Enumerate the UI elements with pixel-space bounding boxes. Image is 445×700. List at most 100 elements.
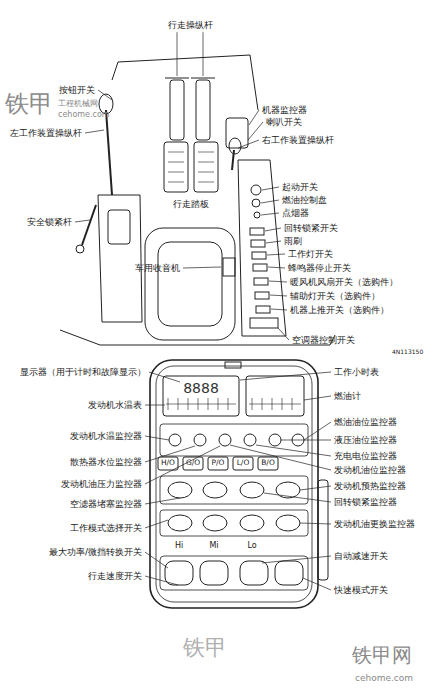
lever-knob	[76, 245, 84, 253]
cigar-lighter	[254, 212, 260, 218]
lcd-display	[163, 376, 239, 416]
button-text: B/O	[261, 459, 275, 468]
switch	[254, 278, 268, 285]
switch	[253, 264, 267, 271]
leader-line	[300, 486, 331, 490]
panel-tab	[318, 480, 328, 580]
part-label: 辅助灯开关（选购件）	[290, 291, 380, 301]
leader-line	[271, 309, 287, 310]
part-label: 最大功率/微挡转换开关	[49, 547, 142, 557]
leader-line	[240, 372, 331, 380]
console-pad	[108, 210, 130, 244]
left-console	[98, 195, 142, 322]
leader-line	[278, 328, 289, 340]
switch-key	[203, 482, 227, 498]
part-label: 右工作装置操纵杆	[262, 135, 334, 145]
leader-line	[145, 520, 168, 528]
leader-line	[98, 90, 112, 100]
part-label: 回转锁紧开关	[284, 223, 338, 233]
monitor-lamp	[194, 434, 206, 446]
part-label: 发动机油位监控器	[334, 465, 406, 475]
watermark: 工程机械网	[58, 99, 98, 108]
safety-lock-lever	[82, 205, 96, 245]
speed-button	[165, 561, 193, 585]
switch-row	[160, 476, 308, 504]
lever-handle	[165, 78, 215, 79]
leader-line	[145, 405, 165, 406]
switch	[256, 306, 270, 313]
leader-line	[183, 267, 221, 268]
part-label: 车用收音机	[135, 263, 180, 273]
leader-line	[145, 576, 178, 585]
leader-line	[267, 254, 285, 255]
switch-key	[168, 515, 192, 531]
leader-line	[265, 228, 281, 231]
part-label: 自动减速开关	[334, 551, 388, 561]
monitor-panel	[150, 360, 318, 608]
part-label: 燃油计	[334, 391, 361, 401]
part-label: 发动机水温监控器	[70, 431, 142, 441]
part-label: 空调器控制开关	[292, 335, 355, 345]
part-label: 发动机预热监控器	[334, 481, 406, 491]
switch	[252, 252, 266, 259]
gauge-scale	[166, 404, 301, 405]
aircon-panel	[250, 318, 278, 328]
button-text: H/O	[161, 459, 175, 468]
fuel-gauge	[246, 376, 304, 416]
leader-line	[85, 130, 104, 133]
leader-line	[266, 241, 281, 243]
leader-line	[75, 220, 90, 222]
travel-pedal	[194, 142, 218, 192]
part-label: 行走速度开关	[88, 571, 142, 581]
part-label: 发动机油更换监控器	[334, 519, 415, 529]
mode-button	[258, 457, 278, 470]
part-label: 机器监控器	[262, 105, 307, 115]
part-label: 工作模式选择开关	[70, 523, 142, 533]
switch-row	[160, 510, 308, 536]
mode-button	[233, 457, 253, 470]
monitor-lamp	[269, 434, 281, 446]
part-label: 充电电位监控器	[334, 451, 397, 461]
switch-key	[203, 515, 227, 531]
leader-line	[304, 422, 331, 440]
button-text: G/O	[186, 459, 200, 468]
travel-pedal	[164, 142, 188, 192]
leader-line	[270, 295, 287, 296]
gauge-bars	[168, 398, 292, 410]
part-label: 雨刷	[284, 236, 302, 246]
leader-line	[261, 200, 279, 203]
monitor-lamp	[169, 434, 181, 446]
switch	[250, 228, 264, 235]
monitor-lamp	[219, 434, 231, 446]
part-label: 发动机水温表	[88, 400, 142, 410]
quick-button	[275, 561, 303, 585]
watermark: 铁甲网	[352, 644, 412, 667]
left-work-lever	[106, 110, 112, 195]
part-label: 燃油控制盘	[282, 195, 327, 205]
leader-line	[268, 267, 285, 268]
watermark: cehome.com	[58, 110, 110, 119]
part-label: 按钮开关	[59, 85, 95, 95]
right-console	[238, 160, 286, 336]
start-switch	[251, 185, 261, 195]
part-label: 液压油位监控器	[334, 435, 397, 445]
part-label: 蜂鸣器停止开关	[288, 263, 351, 273]
speed-button	[200, 561, 228, 585]
part-label: 工作灯开关	[288, 249, 333, 259]
lcd-digits: 8888	[183, 380, 219, 396]
watermark: 铁甲	[5, 91, 53, 119]
part-label: 暖风机风扇开关（选购件）	[290, 277, 398, 287]
leader-line	[304, 396, 331, 400]
leader-line	[145, 552, 168, 568]
leader-line	[145, 498, 180, 504]
switch	[255, 292, 269, 299]
switch-key	[240, 515, 264, 531]
monitor-lamp	[244, 434, 256, 446]
part-label: 机器上推开关（选购件）	[290, 305, 389, 315]
fuel-dial	[252, 199, 260, 207]
leader-line	[261, 213, 279, 215]
button-text: Hi	[175, 541, 183, 550]
watermark: cehome.com	[355, 673, 413, 683]
button-text: L/O	[237, 459, 250, 468]
part-label: 行走踏板	[173, 199, 209, 209]
